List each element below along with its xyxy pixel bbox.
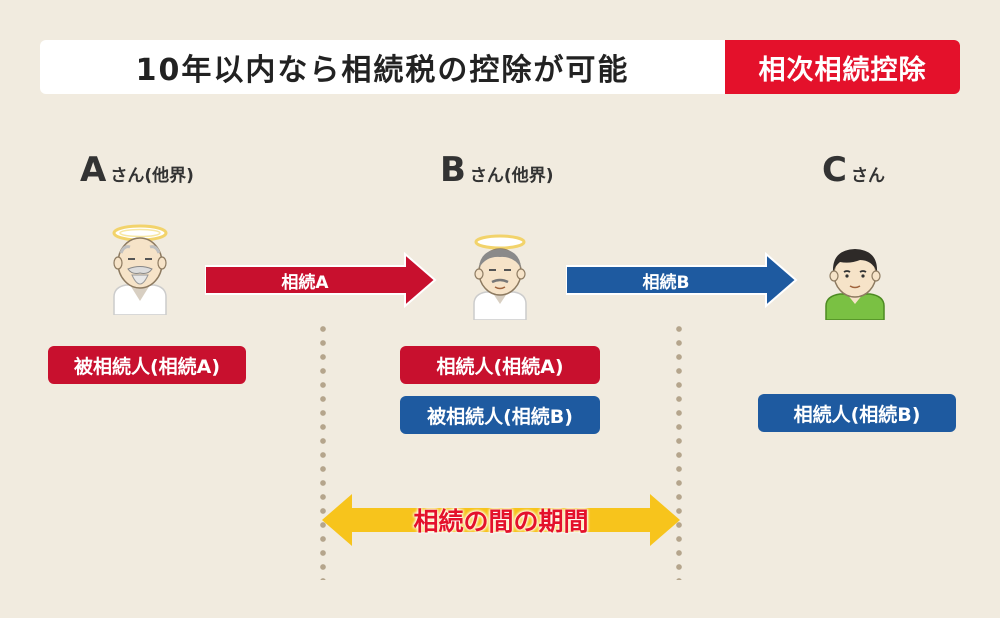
role-b-heir-tag: 相続人(相続A) [400,346,600,384]
inheritance-b-label: 相続B [642,272,690,293]
period-start-dotted-line [320,322,326,580]
period-label: 相続の間の期間 [413,507,589,536]
person-a-suffix: さん(他界) [110,166,194,186]
middle-aged-man-angel-icon [473,234,527,320]
young-man-icon [825,249,885,320]
page-title: 10年以内なら相続税の控除が可能 [135,53,630,88]
inheritance-a-arrow [205,252,437,308]
person-a-name: A さん(他界) [80,150,194,190]
person-a-letter: A [80,150,107,190]
role-c-heir-tag: 相続人(相続B) [758,394,956,432]
header-bar: 10年以内なら相続税の控除が可能 相次相続控除 [40,40,960,94]
person-c-suffix: さん [850,166,885,186]
elderly-man-angel-icon [112,224,168,315]
person-c-name: C さん [822,150,885,190]
person-b-letter: B [440,150,466,190]
role-b-decedent-tag: 被相続人(相続B) [400,396,600,434]
person-b-name: B さん(他界) [440,150,553,190]
inheritance-b-arrow [566,252,798,308]
period-end-dotted-line [676,322,682,580]
role-a-decedent-tag: 被相続人(相続A) [48,346,246,384]
header-badge: 相次相続控除 [725,40,960,94]
period-double-arrow [322,494,680,546]
inheritance-a-label: 相続A [281,272,329,293]
person-b-suffix: さん(他界) [469,166,554,186]
person-c-letter: C [822,150,847,190]
